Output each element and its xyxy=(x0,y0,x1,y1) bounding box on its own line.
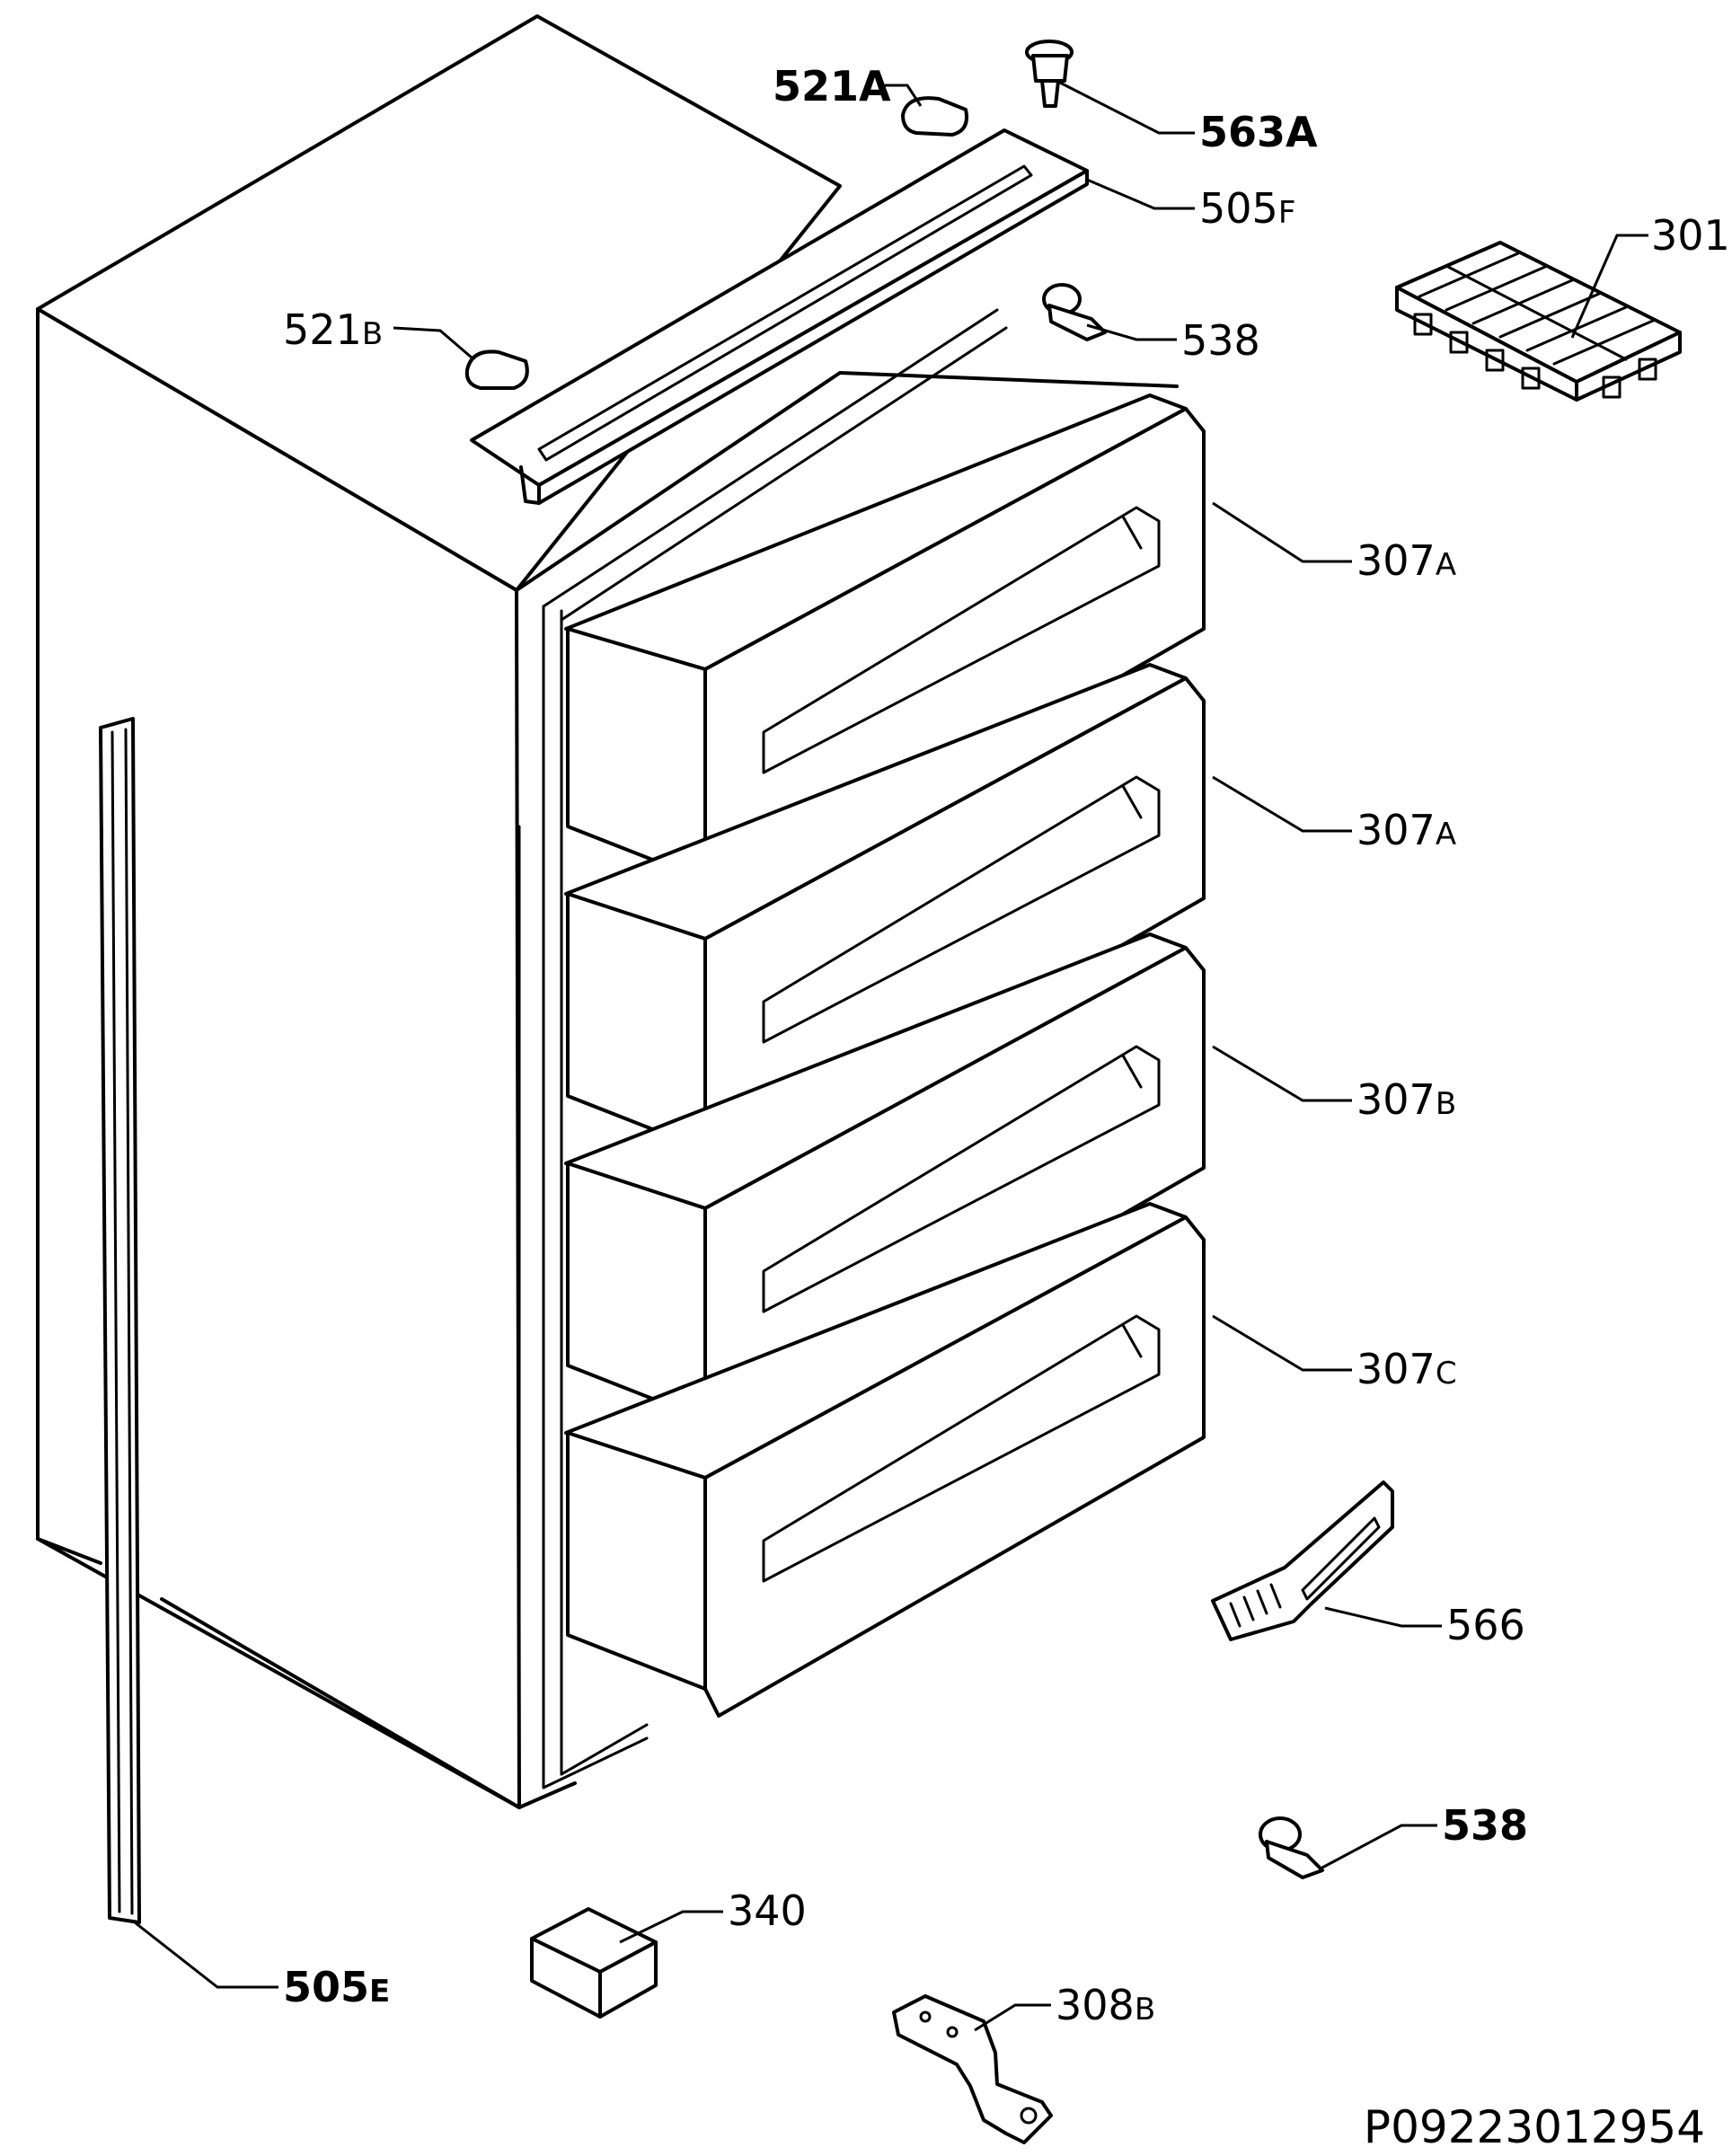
label-307A-1: 307A xyxy=(1356,536,1456,585)
label-566: 566 xyxy=(1446,1601,1525,1649)
leader-lines xyxy=(134,81,1648,2032)
freezer-cabinet xyxy=(36,14,1179,1809)
label-521B: 521B xyxy=(283,305,383,354)
label-505F: 505F xyxy=(1199,184,1295,233)
label-563A: 563A xyxy=(1199,108,1318,156)
label-307B: 307B xyxy=(1356,1075,1456,1124)
drawer-307A-top xyxy=(564,393,1206,909)
label-340: 340 xyxy=(728,1886,807,1935)
label-307C: 307C xyxy=(1356,1345,1457,1393)
ice-tray-301 xyxy=(1395,241,1682,402)
cap-521A xyxy=(901,96,968,137)
label-521A: 521A xyxy=(773,62,891,110)
label-538-top: 538 xyxy=(1181,316,1260,365)
part-labels: 521A 563A 505F 301 521B 538 307A 307A 30… xyxy=(283,62,1730,2029)
stop-538-top xyxy=(1042,283,1107,341)
plug-563A xyxy=(1025,40,1074,108)
label-505E: 505E xyxy=(283,1963,390,2011)
hinge-308B xyxy=(892,1994,1053,2144)
label-308B: 308B xyxy=(1056,1981,1155,2029)
hinge-bar-505F xyxy=(470,128,1089,505)
document-id: P09223012954 xyxy=(1364,2101,1705,2153)
stop-538-bottom xyxy=(1259,1816,1324,1879)
drawer-307A-second xyxy=(564,663,1206,1179)
door-seal-505E xyxy=(99,717,141,1924)
drawer-307C xyxy=(564,1202,1206,1718)
block-340 xyxy=(530,1907,658,2019)
label-301: 301 xyxy=(1651,211,1730,260)
scraper-566 xyxy=(1211,1480,1394,1641)
label-307A-2: 307A xyxy=(1356,806,1456,854)
cap-521B xyxy=(464,349,529,390)
label-538-bottom: 538 xyxy=(1442,1801,1528,1850)
